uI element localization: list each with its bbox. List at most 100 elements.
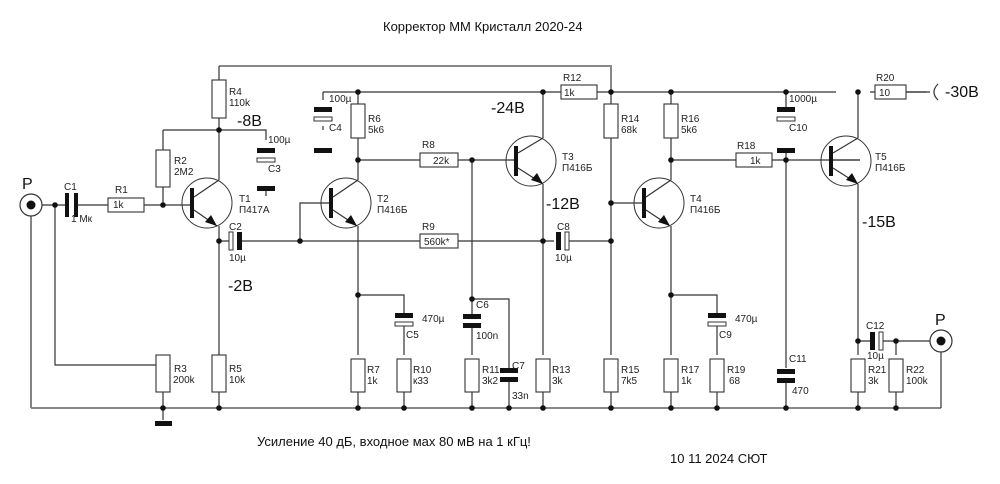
resistor-R9: R9 560k* xyxy=(419,222,459,249)
resistor-R16: R16 5k6 xyxy=(663,103,700,139)
supply-voltage-label: -30В xyxy=(945,84,979,101)
component-ref-c7: C7 xyxy=(512,361,525,372)
component-value-r15: 7k5 xyxy=(621,376,638,387)
ground-symbol xyxy=(155,421,172,426)
component-value-r17: 1k xyxy=(681,376,693,387)
component-value-1-type: П416Б xyxy=(377,205,408,216)
component-value-c10: 1000µ xyxy=(789,94,817,105)
component-value-r6: 5k6 xyxy=(368,125,385,136)
component-ref-r18: R18 xyxy=(737,141,756,152)
component-ref-c4: C4 xyxy=(329,123,342,134)
date-note: 10 11 2024 СЮТ xyxy=(670,451,768,466)
junctions xyxy=(52,89,899,411)
capacitor-C3: 100µ C3 xyxy=(256,135,291,191)
transistor-T1: T1 П417А xyxy=(181,177,270,229)
component-value-c4: 100µ xyxy=(329,94,352,105)
component-ref-c6: C6 xyxy=(476,300,489,311)
voltage-label-12v: -12В xyxy=(546,196,580,213)
resistor-R3: R3 200k xyxy=(155,354,196,393)
component-value-2-ref: T3 xyxy=(562,152,574,163)
component-value-4-type: П416Б xyxy=(875,163,906,174)
component-value-r22: 100k xyxy=(906,376,929,387)
resistor-R17: R17 1k xyxy=(663,358,700,393)
component-ref-r15: R15 xyxy=(621,365,640,376)
component-value-3-ref: T4 xyxy=(690,194,702,205)
voltage-label-8v: -8В xyxy=(237,113,262,130)
component-ref-c8: C8 xyxy=(557,222,570,233)
component-ref-r20: R20 xyxy=(876,73,895,84)
voltage-label-24v: -24В xyxy=(491,100,525,117)
resistor-R2: R2 2M2 xyxy=(155,149,194,188)
capacitor-C5: 470µ C5 xyxy=(394,313,445,341)
component-value-4-ref: T5 xyxy=(875,152,887,163)
component-value-r21: 3k xyxy=(868,376,880,387)
component-value-0-ref: T1 xyxy=(239,194,251,205)
component-ref-r4: R4 xyxy=(229,87,242,98)
component-value-0-type: П417А xyxy=(239,205,270,216)
component-value-r4: 110k xyxy=(229,98,251,109)
input-connector[interactable]: P xyxy=(19,176,43,217)
input-connector-label: P xyxy=(22,176,33,193)
component-ref-r19: R19 xyxy=(727,365,746,376)
component-ref-r6: R6 xyxy=(368,114,381,125)
component-ref-r22: R22 xyxy=(906,365,925,376)
capacitor-C10: 1000µ C10 xyxy=(776,94,817,153)
component-value-1-ref: T2 xyxy=(377,194,389,205)
component-ref-r1: R1 xyxy=(115,185,128,196)
component-value-c12: 10µ xyxy=(867,351,884,362)
component-ref-c1: C1 xyxy=(64,182,77,193)
resistor-R5: R5 10k xyxy=(211,354,246,393)
capacitor-C2: C2 10µ xyxy=(228,222,246,264)
component-ref-r8: R8 xyxy=(422,140,435,151)
transistor-T2: T2 П416Б xyxy=(320,177,408,229)
component-ref-r5: R5 xyxy=(229,364,242,375)
component-ref-r2: R2 xyxy=(174,156,187,167)
resistor-R11: R11 3k2 xyxy=(464,358,500,393)
component-ref-c9: C9 xyxy=(719,330,732,341)
transistor-T3: T3 П416Б xyxy=(505,135,593,187)
resistor-R6: R6 5k6 xyxy=(350,103,385,139)
resistor-R14: R14 68k xyxy=(603,103,640,139)
component-value-r12: 1k xyxy=(564,88,576,99)
component-value-c7: 33n xyxy=(512,391,529,402)
component-value-c6: 100n xyxy=(476,331,498,342)
component-ref-r12: R12 xyxy=(563,73,582,84)
component-value-r10: к33 xyxy=(413,376,429,387)
component-ref-r17: R17 xyxy=(681,365,700,376)
resistor-R18: R18 1k xyxy=(735,141,773,168)
component-value-r20: 10 xyxy=(879,88,891,99)
power-terminal[interactable]: -30В xyxy=(933,83,979,101)
component-value-c2: 10µ xyxy=(229,253,246,264)
component-value-r5: 10k xyxy=(229,375,246,386)
resistor-R22: R22 100k xyxy=(888,358,929,393)
component-value-r13: 3k xyxy=(552,376,564,387)
component-value-c9: 470µ xyxy=(735,314,758,325)
component-value-r19: 68 xyxy=(729,376,741,387)
component-value-r2: 2M2 xyxy=(174,167,194,178)
output-connector[interactable]: P xyxy=(929,312,953,353)
component-value-c8: 10µ xyxy=(555,253,572,264)
component-value-r14: 68k xyxy=(621,125,638,136)
capacitor-C8: C8 10µ xyxy=(555,222,572,264)
output-connector-label: P xyxy=(935,312,946,329)
component-value-c3: 100µ xyxy=(268,135,291,146)
capacitor-C9: 470µ C9 xyxy=(707,313,758,341)
capacitor-C12: C12 10µ xyxy=(866,321,885,362)
transistor-T5: T5 П416Б xyxy=(820,135,906,187)
component-value-r11: 3k2 xyxy=(482,376,499,387)
component-ref-r7: R7 xyxy=(367,365,380,376)
component-value-3-type: П416Б xyxy=(690,205,721,216)
capacitor-C4: 100µ C4 xyxy=(313,94,352,153)
transistor-T4: T4 П416Б xyxy=(633,177,721,229)
component-value-r16: 5k6 xyxy=(681,125,698,136)
resistor-R20: R20 10 xyxy=(874,73,907,100)
component-ref-c12: C12 xyxy=(866,321,885,332)
component-ref-c5: C5 xyxy=(406,330,419,341)
voltage-label-2v: -2В xyxy=(228,278,253,295)
schematic-title: Корректор ММ Кристалл 2020-24 xyxy=(383,19,583,34)
component-value-c11: 470 xyxy=(792,386,809,397)
component-value-2-type: П416Б xyxy=(562,163,593,174)
component-value-r9: 560k* xyxy=(424,237,450,248)
component-value-r1: 1k xyxy=(113,200,125,211)
